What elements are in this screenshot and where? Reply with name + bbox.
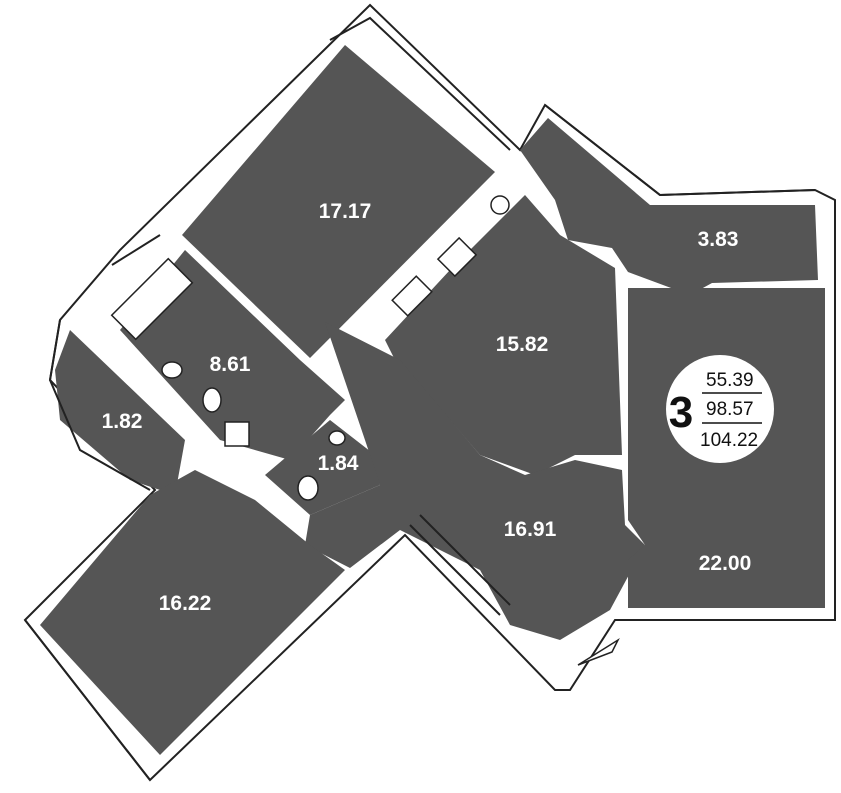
area-badge-circle — [666, 355, 774, 463]
fixtures — [110, 195, 620, 666]
room-labels: 17.17 3.83 15.82 8.61 1.82 1.84 16.91 22… — [102, 200, 752, 615]
rooms-count: 3 — [669, 388, 693, 437]
small-sink-icon — [328, 430, 346, 446]
room-kitchen-area — [385, 195, 622, 475]
room-toilet-label: 1.84 — [318, 452, 359, 475]
wall-details — [24, 16, 836, 781]
room-balcony-left-area — [55, 330, 185, 495]
living-area-value: 55.39 — [706, 370, 754, 391]
sink-icon — [161, 361, 183, 379]
room-balcony-right-area — [520, 118, 818, 295]
toilet-icon — [202, 387, 222, 413]
room-bathroom-label: 8.61 — [210, 353, 251, 376]
room-hall-label: 16.91 — [504, 518, 557, 541]
room-toilet-area — [265, 420, 380, 515]
room-bedroom-top-label: 17.17 — [319, 200, 372, 223]
room-balcony-right-label: 3.83 — [698, 228, 739, 251]
room-balcony-left-label: 1.82 — [102, 410, 143, 433]
kitchen-counter-icon — [391, 275, 433, 317]
small-toilet-icon — [297, 475, 319, 501]
room-living-label: 22.00 — [699, 552, 752, 575]
room-hall-area — [305, 322, 645, 640]
washing-machine-icon — [224, 421, 250, 447]
stove-icon — [436, 236, 478, 278]
area-badge: 3 55.39 98.57 104.22 — [666, 355, 774, 463]
kitchen-sink-icon — [490, 195, 510, 215]
room-bedroom-top-area — [182, 45, 495, 358]
total-area-with-balconies-value: 104.22 — [700, 430, 758, 451]
room-kitchen-label: 15.82 — [496, 333, 549, 356]
room-bathroom-area — [120, 250, 345, 460]
room-bedroom-bottom-label: 16.22 — [159, 592, 212, 615]
entrance-door-icon — [577, 637, 620, 666]
rooms — [40, 45, 825, 755]
room-bedroom-bottom-area — [40, 470, 345, 755]
stair-lines — [409, 514, 511, 616]
total-area-value: 98.57 — [706, 399, 754, 420]
bathtub-icon — [110, 257, 194, 341]
